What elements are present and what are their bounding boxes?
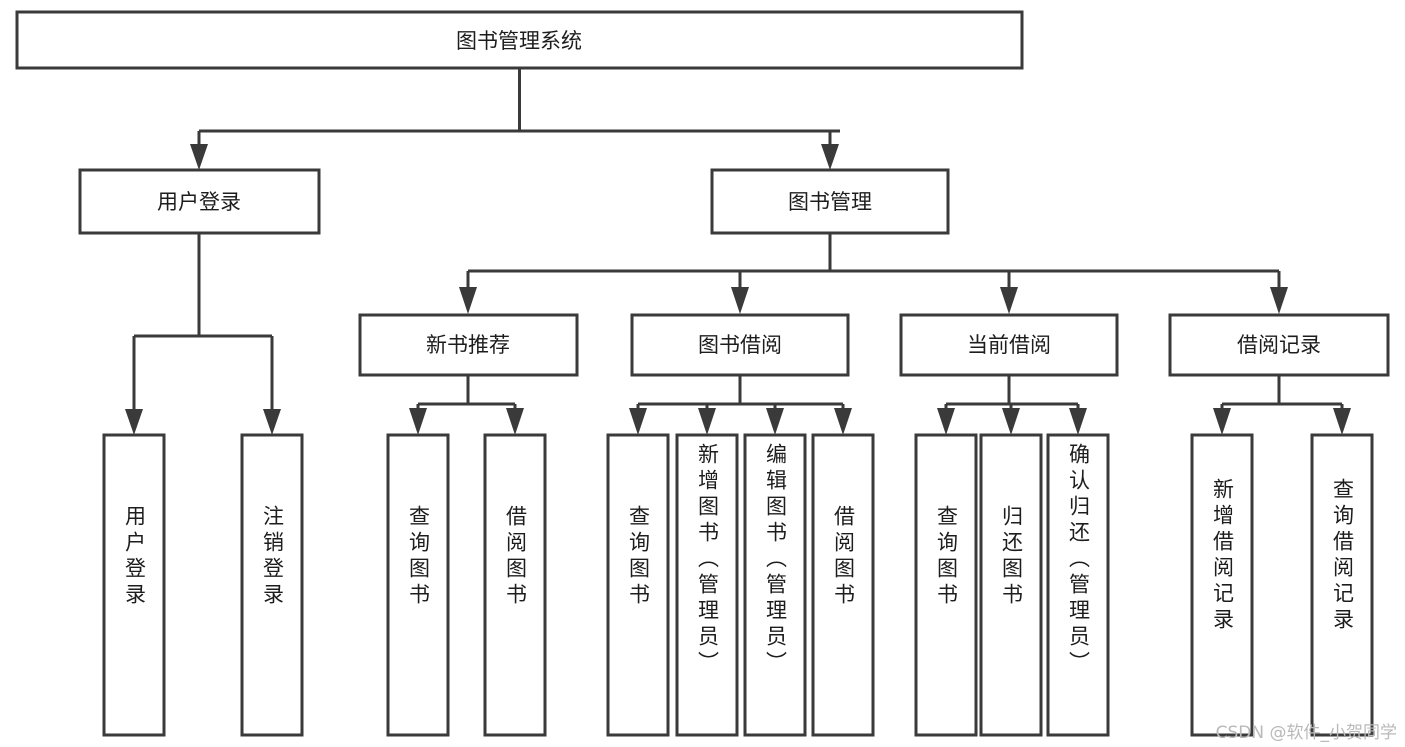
node-box-book-management[interactable] [710, 168, 950, 235]
connector-newbook-to-leaves [409, 375, 524, 435]
node-label-user-login: 用户登录 [157, 190, 241, 214]
node-label-borrow-record: 借阅记录 [1237, 333, 1321, 357]
node-label-root: 图书管理系统 [456, 29, 582, 53]
leaf-box-currentborrow-query[interactable] [914, 433, 978, 737]
leaf-box-bookborrow-borrow[interactable] [811, 433, 875, 737]
connector-bookmgmt-to-level3 [459, 233, 1288, 314]
connector-bookborrow-to-leaves [629, 375, 852, 435]
node-box-borrow-record[interactable] [1168, 313, 1390, 377]
leaf-box-bookborrow-edit[interactable] [743, 433, 807, 737]
leaf-box-borrowrecord-query[interactable] [1310, 433, 1374, 737]
node-box-user-login[interactable] [78, 168, 321, 235]
connector-userlogin-to-leaves [125, 233, 281, 435]
connector-root-to-level2 [190, 68, 840, 170]
leaf-box-borrowrecord-add[interactable] [1190, 433, 1254, 737]
leaf-box-user-login-logout[interactable] [240, 433, 304, 737]
node-label-book-borrow: 图书借阅 [698, 333, 782, 357]
leaf-box-currentborrow-return[interactable] [979, 433, 1043, 737]
leaf-box-currentborrow-confirm[interactable] [1046, 433, 1110, 737]
node-box-current-borrow[interactable] [899, 313, 1119, 377]
node-label-current-borrow: 当前借阅 [967, 333, 1051, 357]
node-box-book-borrow[interactable] [630, 313, 850, 377]
connector-borrowrecord-to-leaves [1213, 375, 1351, 435]
node-box-root[interactable] [15, 10, 1024, 70]
leaf-box-newbook-query[interactable] [386, 433, 450, 737]
leaf-box-bookborrow-query[interactable] [606, 433, 670, 737]
connector-currentborrow-to-leaves [937, 375, 1087, 435]
node-box-new-book-recommend[interactable] [358, 313, 579, 377]
node-label-new-book-recommend: 新书推荐 [426, 333, 510, 357]
leaf-box-bookborrow-add[interactable] [675, 433, 739, 737]
leaf-box-newbook-borrow[interactable] [483, 433, 547, 737]
node-label-book-management: 图书管理 [788, 190, 872, 214]
leaf-box-user-login-login[interactable] [102, 433, 166, 737]
